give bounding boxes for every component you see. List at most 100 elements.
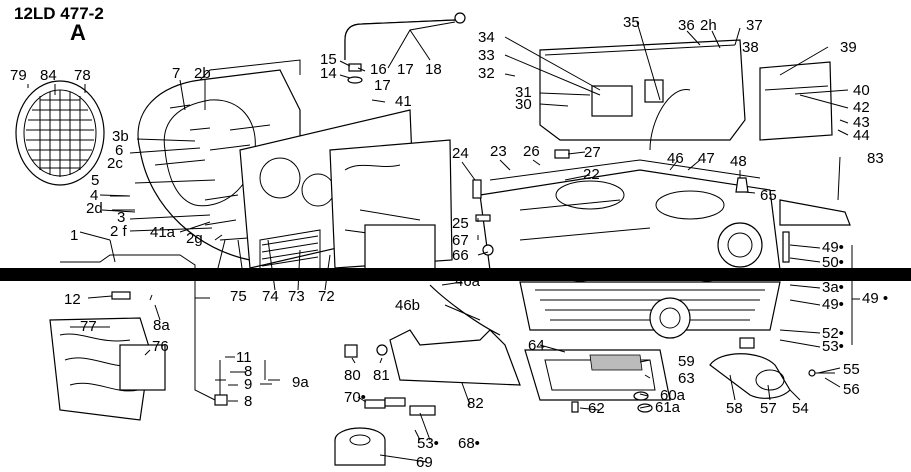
- label-46b: 46b: [395, 297, 420, 314]
- label-78: 78: [74, 67, 91, 84]
- timing-cover-drawing: [239, 109, 453, 276]
- label-8-lower: 8: [244, 393, 252, 410]
- label-35: 35: [623, 14, 640, 31]
- label-44: 44: [853, 127, 870, 144]
- label-58: 58: [726, 400, 743, 417]
- label-34: 34: [478, 29, 495, 46]
- label-2d: 2d: [86, 200, 103, 217]
- label-66: 66: [452, 247, 469, 264]
- breather-pipe-drawing: [344, 12, 466, 84]
- label-77: 77: [80, 318, 97, 335]
- label-8a: 8a: [153, 317, 170, 334]
- label-7: 7: [172, 65, 180, 82]
- label-23: 23: [490, 143, 507, 160]
- label-8-upper: 8: [244, 363, 252, 380]
- label-56: 56: [843, 381, 860, 398]
- label-4: 4: [90, 187, 98, 204]
- label-79: 79: [10, 67, 27, 84]
- label-55: 55: [843, 361, 860, 378]
- label-9a: 9a: [292, 374, 309, 391]
- page-title: 12LD 477-2: [14, 4, 104, 23]
- engine-block-drawing: [479, 159, 851, 291]
- label-49-group: 49 •: [862, 290, 888, 307]
- label-76: 76: [152, 338, 169, 355]
- label-39: 39: [840, 39, 857, 56]
- label-46: 46: [667, 150, 684, 167]
- label-11: 11: [236, 349, 252, 366]
- label-60a: 60a: [660, 387, 686, 404]
- label-53-bottom: 53•: [417, 435, 439, 452]
- label-17-bottom: 17: [374, 77, 391, 94]
- label-73: 73: [288, 288, 305, 305]
- bracket-drawing: [389, 329, 521, 386]
- label-36: 36: [678, 17, 695, 34]
- label-50: 50•: [822, 254, 844, 271]
- black-band: [0, 268, 911, 281]
- label-22: 22: [583, 166, 600, 183]
- label-59: 59: [678, 353, 695, 370]
- label-53-right: 53•: [822, 338, 844, 355]
- label-72: 72: [318, 288, 335, 305]
- label-24: 24: [452, 145, 469, 162]
- label-6: 6: [115, 142, 123, 159]
- label-14: 14: [320, 65, 337, 82]
- label-47: 47: [698, 150, 715, 167]
- label-12: 12: [64, 291, 81, 308]
- label-70: 70•: [344, 389, 366, 406]
- label-75: 75: [230, 288, 247, 305]
- label-31: 31: [515, 84, 532, 101]
- label-32: 32: [478, 65, 495, 82]
- label-2h: 2h: [700, 17, 717, 34]
- label-48: 48: [730, 153, 747, 170]
- label-49-mid: 49•: [822, 296, 844, 313]
- label-62: 62: [588, 400, 605, 417]
- page-subtitle: A: [70, 20, 86, 45]
- oil-filter-mount-drawing: [709, 337, 835, 399]
- label-49-top: 49•: [822, 239, 844, 256]
- label-63: 63: [678, 370, 695, 387]
- label-60: 60: [232, 266, 249, 283]
- label-74: 74: [262, 288, 279, 305]
- label-16: 16: [370, 61, 387, 78]
- label-80: 80: [344, 367, 361, 384]
- label-61a: 61a: [655, 399, 681, 416]
- label-82: 82: [467, 395, 484, 412]
- label-37: 37: [746, 17, 763, 34]
- label-25: 25: [452, 215, 469, 232]
- label-30: 30: [515, 96, 532, 113]
- label-43: 43: [853, 114, 870, 131]
- label-33: 33: [478, 47, 495, 64]
- label-1: 1: [70, 227, 78, 244]
- oil-filter-cartridge-drawing: [334, 427, 386, 466]
- label-40: 40: [853, 82, 870, 99]
- label-2f: 2 f: [110, 223, 128, 240]
- label-52: 52•: [822, 325, 844, 342]
- label-67: 67: [452, 232, 469, 249]
- label-3: 3: [117, 209, 125, 226]
- part-labels: 79 84 78 7 2b 3b 6 2c 5 4 2d 3 2 f 41a 2…: [10, 14, 888, 471]
- label-61: 61: [204, 266, 221, 283]
- label-54: 54: [792, 400, 809, 417]
- label-83: 83: [867, 150, 884, 167]
- label-64: 64: [528, 337, 545, 354]
- label-3b: 3b: [112, 128, 129, 145]
- label-17-top: 17: [397, 61, 414, 78]
- label-2c: 2c: [107, 155, 123, 172]
- label-65: 65: [760, 187, 777, 204]
- label-2g: 2g: [186, 230, 203, 247]
- valve-cover-drawing: [539, 39, 833, 151]
- label-81: 81: [373, 367, 390, 384]
- label-18: 18: [425, 61, 442, 78]
- label-15: 15: [320, 51, 337, 68]
- label-38: 38: [742, 39, 759, 56]
- label-57: 57: [760, 400, 777, 417]
- label-5: 5: [91, 172, 99, 189]
- label-41: 41: [395, 93, 412, 110]
- fan-guard-drawing: [15, 80, 105, 186]
- label-9: 9: [244, 376, 252, 393]
- leader-lines: [27, 21, 860, 463]
- label-84: 84: [40, 67, 57, 84]
- crankcase-lower-drawing: [519, 281, 781, 401]
